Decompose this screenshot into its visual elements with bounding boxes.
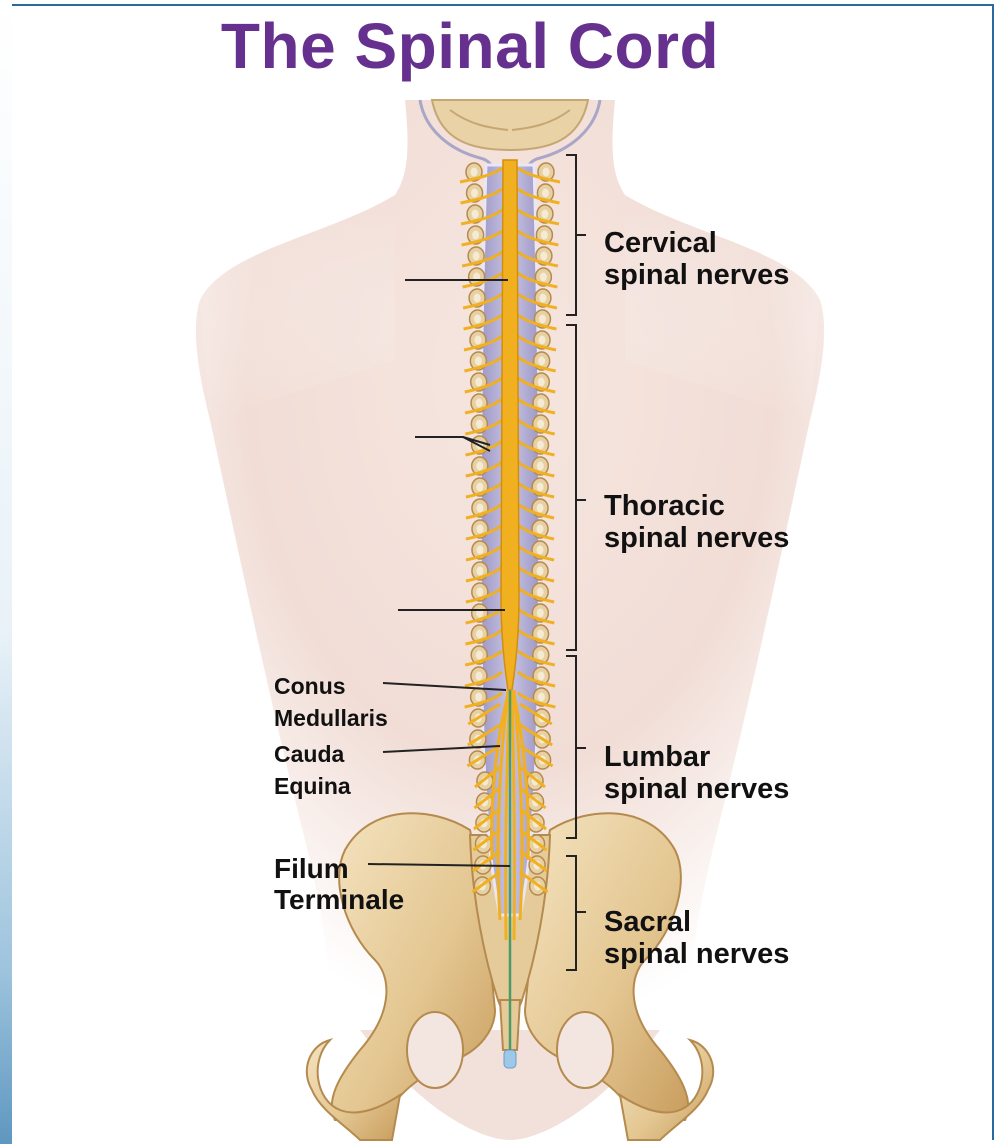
right-obturator-foramen [557, 1012, 613, 1088]
conus-medullaris-line2: Medullaris [274, 706, 388, 732]
vertebra-foramen [541, 231, 548, 240]
vertebra-foramen [537, 609, 544, 618]
sacral-label-line2: spinal nerves [604, 938, 789, 970]
vertebra-foramen [537, 441, 544, 450]
vertebra-foramen [471, 189, 478, 198]
filum-terminale-label: Filum Terminale [274, 853, 404, 916]
vertebra-foramen [537, 546, 544, 555]
sacral-label-line1: Sacral [604, 906, 789, 938]
vertebra-foramen [476, 483, 483, 492]
filum-terminale-line2: Terminale [274, 884, 404, 915]
cervical-label: Cervical spinal nerves [604, 227, 789, 292]
vertebra-foramen [538, 693, 545, 702]
vertebra-foramen [543, 168, 550, 177]
vertebra-foramen [537, 420, 544, 429]
vertebra-foramen [475, 672, 482, 681]
vertebra-foramen [537, 483, 544, 492]
vertebra-foramen [476, 567, 483, 576]
vertebra-foramen [472, 231, 479, 240]
thoracic-label-line2: spinal nerves [604, 522, 789, 554]
vertebra-foramen [476, 462, 483, 471]
vertebra-foramen [476, 399, 483, 408]
vertebra-foramen [476, 588, 483, 597]
vertebra-foramen [540, 273, 547, 282]
vertebra-foramen [476, 546, 483, 555]
vertebra-foramen [474, 336, 481, 345]
filum-end-marker [504, 1050, 516, 1068]
vertebra-foramen [476, 525, 483, 534]
lumbar-label: Lumbar spinal nerves [604, 741, 789, 806]
vertebra-foramen [542, 189, 549, 198]
vertebra-foramen [476, 504, 483, 513]
vertebra-foramen [476, 630, 483, 639]
vertebra-foramen [541, 210, 548, 219]
vertebra-foramen [539, 294, 546, 303]
vertebra-foramen [537, 630, 544, 639]
thoracic-label: Thoracic spinal nerves [604, 490, 789, 555]
vertebra-foramen [540, 252, 547, 261]
vertebra-foramen [537, 651, 544, 660]
lumbar-label-line2: spinal nerves [604, 773, 789, 805]
vertebra-foramen [537, 525, 544, 534]
lumbar-label-line1: Lumbar [604, 741, 789, 773]
vertebra-foramen [537, 504, 544, 513]
vertebra-foramen [474, 315, 481, 324]
cauda-equina-line1: Cauda [274, 742, 351, 768]
vertebra-foramen [475, 693, 482, 702]
left-obturator-foramen [407, 1012, 463, 1088]
vertebra-foramen [471, 168, 478, 177]
sacral-label: Sacral spinal nerves [604, 906, 789, 971]
cervical-label-line1: Cervical [604, 227, 789, 259]
conus-medullaris-label: Conus Medullaris [274, 674, 388, 732]
thoracic-label-line1: Thoracic [604, 490, 789, 522]
vertebra-foramen [476, 420, 483, 429]
filum-terminale-line1: Filum [274, 853, 404, 884]
vertebra-foramen [539, 336, 546, 345]
vertebra-foramen [472, 210, 479, 219]
vertebra-foramen [537, 567, 544, 576]
cauda-equina-line2: Equina [274, 774, 351, 800]
vertebra-foramen [538, 672, 545, 681]
vertebra-foramen [538, 378, 545, 387]
conus-medullaris-line1: Conus [274, 674, 388, 700]
vertebra-foramen [475, 378, 482, 387]
cervical-label-line2: spinal nerves [604, 259, 789, 291]
vertebra-foramen [537, 399, 544, 408]
vertebra-foramen [475, 357, 482, 366]
vertebra-foramen [476, 651, 483, 660]
vertebra-foramen [539, 315, 546, 324]
vertebra-foramen [538, 357, 545, 366]
vertebra-foramen [537, 462, 544, 471]
vertebra-foramen [537, 588, 544, 597]
vertebra-foramen [474, 294, 481, 303]
cauda-equina-label: Cauda Equina [274, 742, 351, 800]
vertebra-foramen [473, 252, 480, 261]
